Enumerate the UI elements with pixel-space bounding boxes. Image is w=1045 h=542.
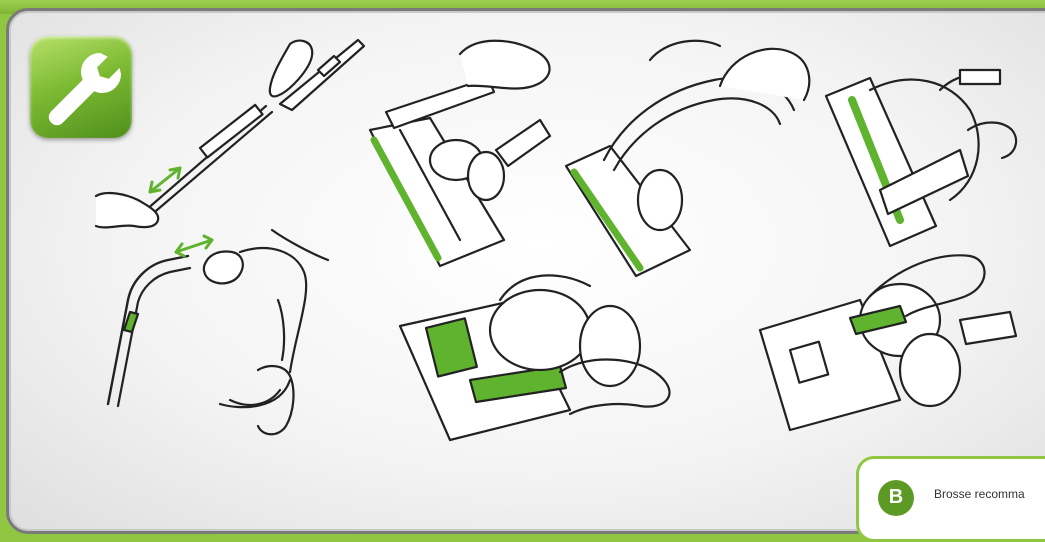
brush-open-icon xyxy=(760,255,1016,430)
illustrations xyxy=(0,0,1045,504)
hose-to-brush-icon xyxy=(566,41,809,276)
turbo-brush-hand-icon xyxy=(370,41,550,266)
note-text: Brosse recomma xyxy=(934,487,1025,501)
hose-connect-icon xyxy=(108,230,328,434)
telescopic-tube-adjust-icon xyxy=(96,40,364,227)
brush-underside-icon xyxy=(826,70,1016,246)
note-letter: B xyxy=(878,480,914,516)
brush-clean-icon xyxy=(400,275,669,440)
